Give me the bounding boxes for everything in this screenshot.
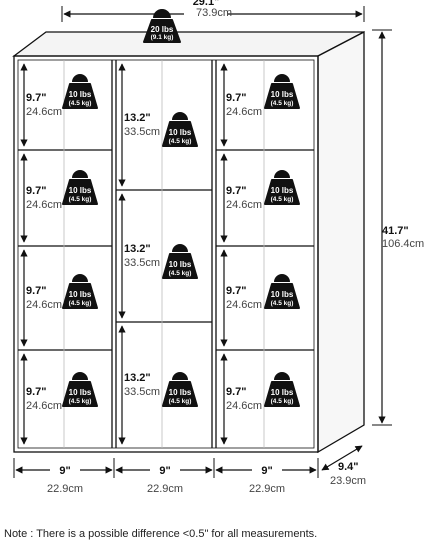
kettlebell-icon [62,74,98,109]
cube-4-height-inches: 9.7" [26,386,47,398]
cube-8-height-cm: 24.6cm [226,106,262,118]
kettlebell-icon [143,9,181,43]
height-cm: 106.4cm [382,238,424,250]
cube-8-weight-kg: (4.5 kg) [271,100,294,107]
column-1-width-inches: 9" [59,465,70,477]
cube-6-height-inches: 13.2" [124,243,151,255]
cube-4-weight-kg: (4.5 kg) [69,398,92,405]
cube-7-weight-lbs: 10 lbs [169,388,192,397]
depth-cm: 23.9cm [330,475,366,487]
cube-2-weight-kg: (4.5 kg) [69,196,92,203]
kettlebell-icon [62,372,98,407]
cube-10-height-inches: 9.7" [226,285,247,297]
cube-3-height-inches: 9.7" [26,285,47,297]
cube-4-weight-lbs: 10 lbs [69,388,92,397]
cube-2-height-inches: 9.7" [26,185,47,197]
cube-7-height-inches: 13.2" [124,372,151,384]
height-dimension: 41.7" 106.4cm [372,29,424,426]
cube-6-weight-kg: (4.5 kg) [169,270,192,277]
cube-9-weight-kg: (4.5 kg) [271,196,294,203]
cube-1-weight-kg: (4.5 kg) [69,100,92,107]
width-cm: 73.9cm [196,7,232,19]
cube-5-weight-lbs: 10 lbs [169,128,192,137]
cube-2-height-cm: 24.6cm [26,199,62,211]
width-inches: 29.1" [193,0,220,8]
cube-1-height-inches: 9.7" [26,92,47,104]
kettlebell-icon [62,170,98,205]
cube-11-weight-lbs: 10 lbs [271,388,294,397]
cube-9-height-cm: 24.6cm [226,199,262,211]
cube-10-weight-lbs: 10 lbs [271,290,294,299]
cube-11-height-inches: 9.7" [226,386,247,398]
width-dimension: 29.1" 73.9cm [61,0,365,22]
column-2-width-cm: 22.9cm [147,483,183,495]
top-weight-badge: 20 lbs (9.1 kg) [143,9,181,43]
cube-10-weight-kg: (4.5 kg) [271,300,294,307]
cube-1-height-cm: 24.6cm [26,106,62,118]
kettlebell-icon [264,274,300,309]
depth-inches: 9.4" [338,461,359,473]
cube-9-weight-lbs: 10 lbs [271,186,294,195]
top-weight-lbs: 20 lbs [151,25,174,34]
cube-back-lines [63,60,265,448]
cube-11-height-cm: 24.6cm [226,400,262,412]
cube-7-weight-kg: (4.5 kg) [169,398,192,405]
cube-8-height-inches: 9.7" [226,92,247,104]
cube-8-weight-lbs: 10 lbs [271,90,294,99]
cube-5-height-inches: 13.2" [124,112,151,124]
cube-10-height-cm: 24.6cm [226,299,262,311]
cube-1-weight-lbs: 10 lbs [69,90,92,99]
cube-2-weight-lbs: 10 lbs [69,186,92,195]
measurement-note: Note : There is a possible difference <0… [4,528,318,540]
depth-dimension: 9.4" 23.9cm [321,445,366,487]
cube-6-weight-lbs: 10 lbs [169,260,192,269]
height-inches: 41.7" [382,225,409,237]
kettlebell-icon [162,244,198,279]
bookcase-body [12,30,365,454]
kettlebell-icon [264,170,300,205]
column-width-dimensions: 9" 22.9cm 9" 22.9cm 9" 22.9cm [13,458,319,495]
cube-3-height-cm: 24.6cm [26,299,62,311]
kettlebell-icon [62,274,98,309]
cube-4-height-cm: 24.6cm [26,400,62,412]
cube-7-height-cm: 33.5cm [124,386,160,398]
column-2-width-inches: 9" [159,465,170,477]
top-weight-kg: (9.1 kg) [151,34,174,41]
cube-5-weight-kg: (4.5 kg) [169,138,192,145]
cube-3-weight-lbs: 10 lbs [69,290,92,299]
cube-6-height-cm: 33.5cm [124,257,160,269]
cube-11-weight-kg: (4.5 kg) [271,398,294,405]
kettlebell-icon [264,372,300,407]
kettlebell-icon [162,112,198,147]
kettlebell-icon [264,74,300,109]
column-3-width-cm: 22.9cm [249,483,285,495]
column-1-width-cm: 22.9cm [47,483,83,495]
cube-3-weight-kg: (4.5 kg) [69,300,92,307]
kettlebell-icon [162,372,198,407]
cube-9-height-inches: 9.7" [226,185,247,197]
cube-5-height-cm: 33.5cm [124,126,160,138]
column-3-width-inches: 9" [261,465,272,477]
